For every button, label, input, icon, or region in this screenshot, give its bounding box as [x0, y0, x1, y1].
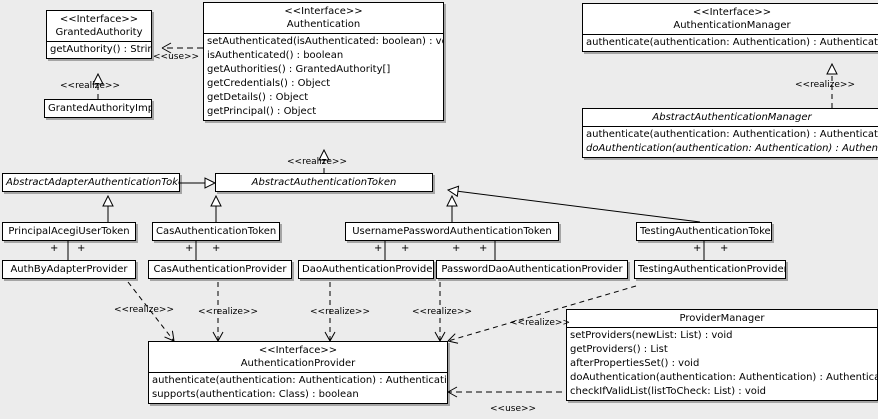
class-name: CasAuthenticationToken: [156, 226, 277, 237]
class-stereotype: <<Interface>>: [59, 14, 139, 25]
class-member: setAuthenticated(isAuthenticated: boolea…: [207, 36, 444, 47]
class-name: TestingAuthenticationToken: [640, 226, 772, 237]
class-cas-authentication-provider[interactable]: CasAuthenticationProvider: [148, 260, 292, 279]
association-marker: +: [401, 243, 410, 254]
class-member: authenticate(authentication: Authenticat…: [152, 375, 448, 386]
edge-label-realize-cas-provider: <<realize>>: [198, 307, 258, 317]
class-header: ProviderManager: [567, 310, 877, 327]
class-authentication-manager[interactable]: <<Interface>> AuthenticationManager auth…: [582, 3, 878, 52]
class-member: doAuthentication(authentication: Authent…: [570, 372, 878, 383]
class-abstract-adapter-authentication-token[interactable]: AbstractAdapterAuthenticationToken: [2, 173, 180, 192]
class-name: PrincipalAcegiUserToken: [8, 226, 130, 237]
class-password-dao-authentication-provider[interactable]: PasswordDaoAuthenticationProvider: [436, 260, 628, 279]
class-auth-by-adapter-provider[interactable]: AuthByAdapterProvider: [2, 260, 136, 279]
edge-label-realize-dao-provider: <<realize>>: [310, 307, 370, 317]
association-marker: +: [374, 243, 383, 254]
class-members: getAuthority() : String: [47, 41, 151, 58]
association-marker: +: [50, 243, 59, 254]
edge-label-realize-abstract-authentication-manager: <<realize>>: [795, 80, 855, 90]
class-name: DaoAuthenticationProvider: [302, 264, 434, 275]
class-name: UsernamePasswordAuthenticationToken: [352, 226, 552, 237]
class-member: getAuthorities() : GrantedAuthority[]: [207, 64, 391, 75]
edge-label-realize-testing-provider: <<realize>>: [510, 318, 570, 328]
class-testing-authentication-token[interactable]: TestingAuthenticationToken: [636, 222, 772, 241]
class-members: authenticate(authentication: Authenticat…: [149, 372, 447, 403]
edge-label-realize-abstract-authentication-token: <<realize>>: [287, 157, 347, 167]
class-name: TestingAuthenticationProvider: [638, 264, 786, 275]
class-members: setProviders(newList: List) : void getPr…: [567, 327, 877, 400]
class-name: AuthenticationProvider: [240, 358, 356, 369]
association-marker: +: [452, 243, 461, 254]
class-abstract-authentication-token[interactable]: AbstractAuthenticationToken: [215, 173, 433, 192]
class-member: setProviders(newList: List) : void: [570, 330, 733, 341]
class-name: GrantedAuthorityImpl: [48, 103, 152, 114]
class-abstract-authentication-manager[interactable]: AbstractAuthenticationManager authentica…: [582, 108, 878, 158]
class-authentication-provider[interactable]: <<Interface>> AuthenticationProvider aut…: [148, 341, 448, 404]
class-name: AbstractAuthenticationManager: [652, 112, 812, 123]
class-cas-authentication-token[interactable]: CasAuthenticationToken: [152, 222, 280, 241]
class-stereotype: <<Interface>>: [258, 345, 338, 356]
class-name: AbstractAdapterAuthenticationToken: [6, 177, 180, 188]
class-members: setAuthenticated(isAuthenticated: boolea…: [204, 33, 443, 120]
class-stereotype: <<Interface>>: [284, 6, 363, 17]
class-principal-acegi-user-token[interactable]: PrincipalAcegiUserToken: [2, 222, 136, 241]
class-member: authenticate(authentication: Authenticat…: [586, 37, 878, 48]
edge-label-realize-granted-authority-impl: <<realize>>: [60, 81, 120, 91]
class-dao-authentication-provider[interactable]: DaoAuthenticationProvider: [298, 260, 434, 279]
edge-label-realize-password-dao-provider: <<realize>>: [412, 307, 472, 317]
class-name: GrantedAuthority: [55, 27, 143, 38]
class-header: <<Interface>> AuthenticationManager: [583, 4, 878, 34]
class-name: AuthByAdapterProvider: [10, 264, 128, 275]
class-testing-authentication-provider[interactable]: TestingAuthenticationProvider: [634, 260, 786, 279]
class-header: <<Interface>> Authentication: [204, 3, 443, 33]
class-username-password-authentication-token[interactable]: UsernamePasswordAuthenticationToken: [345, 222, 559, 241]
class-member: checkIfValidList(listToCheck: List) : vo…: [570, 386, 767, 397]
class-member: getPrincipal() : Object: [207, 106, 317, 117]
class-name: CasAuthenticationProvider: [153, 264, 287, 275]
edge-label-realize-auth-by-adapter-provider: <<realize>>: [114, 305, 174, 315]
class-name: Authentication: [286, 19, 361, 30]
class-name: PasswordDaoAuthenticationProvider: [441, 264, 623, 275]
class-member: authenticate(authentication: Authenticat…: [586, 129, 878, 140]
class-stereotype: <<Interface>>: [692, 7, 772, 18]
class-granted-authority-impl[interactable]: GrantedAuthorityImpl: [44, 99, 152, 118]
class-name: AbstractAuthenticationToken: [251, 177, 397, 188]
class-member: getAuthority() : String: [50, 44, 152, 55]
class-name: AuthenticationManager: [673, 20, 791, 31]
class-header: <<Interface>> AuthenticationProvider: [149, 342, 447, 372]
class-member: getProviders() : List: [570, 344, 668, 355]
class-member: isAuthenticated() : boolean: [207, 50, 344, 61]
association-marker: +: [212, 243, 221, 254]
class-provider-manager[interactable]: ProviderManager setProviders(newList: Li…: [566, 309, 878, 401]
edge-label-use-provider-manager: <<use>>: [490, 404, 537, 414]
class-member: afterPropertiesSet() : void: [570, 358, 700, 369]
class-authentication[interactable]: <<Interface>> Authentication setAuthenti…: [203, 2, 444, 121]
edge-label-use-granted-authority: <<use>>: [153, 52, 200, 62]
association-marker: +: [77, 243, 86, 254]
association-marker: +: [479, 243, 488, 254]
class-members: authenticate(authentication: Authenticat…: [583, 126, 878, 157]
association-marker: +: [693, 243, 702, 254]
class-member: doAuthentication(authentication: Authent…: [586, 143, 878, 154]
association-marker: +: [720, 243, 729, 254]
class-name: ProviderManager: [679, 313, 765, 324]
class-member: getDetails() : Object: [207, 92, 309, 103]
class-header: <<Interface>> GrantedAuthority: [47, 11, 151, 41]
class-header: AbstractAuthenticationManager: [583, 109, 878, 126]
class-members: authenticate(authentication: Authenticat…: [583, 34, 878, 51]
class-member: supports(authentication: Class) : boolea…: [152, 389, 359, 400]
class-granted-authority[interactable]: <<Interface>> GrantedAuthority getAuthor…: [46, 10, 152, 59]
association-marker: +: [185, 243, 194, 254]
class-member: getCredentials() : Object: [207, 78, 331, 89]
